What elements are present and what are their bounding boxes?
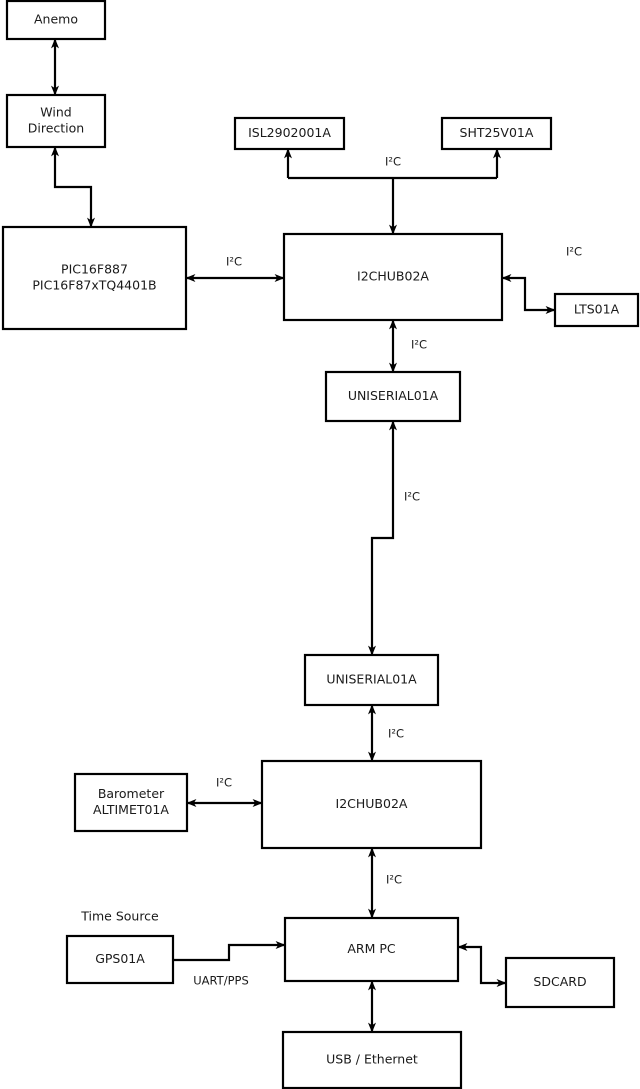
edge-hub2-armpc: I²C (368, 847, 402, 919)
edge-label: I²C (388, 727, 404, 741)
node-box[interactable] (553, 292, 640, 328)
node-label: UNISERIAL01A (326, 672, 417, 687)
node-usb_eth[interactable]: USB / Ethernet (281, 1030, 463, 1089)
node-box[interactable] (324, 370, 462, 423)
node-box[interactable] (233, 116, 346, 151)
node-uniserial_dn[interactable]: UNISERIAL01A (303, 653, 440, 707)
node-box[interactable] (73, 772, 189, 833)
edge-path (501, 274, 556, 314)
node-box[interactable] (5, 0, 107, 41)
node-label: ALTIMET01A (93, 802, 169, 817)
edge-path (368, 420, 397, 656)
node-label: Direction (28, 121, 84, 136)
node-label: GPS01A (95, 951, 145, 966)
node-box[interactable] (303, 653, 440, 707)
node-box[interactable] (65, 934, 175, 985)
edge-hub-uniserial: I²C (389, 319, 427, 373)
node-box[interactable] (281, 1030, 463, 1089)
node-label: PIC16F87xTQ4401B (32, 278, 156, 293)
edge-path (173, 941, 286, 962)
node-anemo[interactable]: Anemo (5, 0, 107, 41)
node-label: ARM PC (347, 941, 396, 956)
free-labels-layer: Time Source (80, 909, 159, 924)
node-label: I2CHUB02A (357, 269, 429, 284)
edge-path (51, 146, 95, 228)
edge-barometer-hub2: I²C (186, 776, 263, 807)
edge-wind-pic (51, 146, 95, 228)
node-box[interactable] (282, 232, 504, 322)
edge-label: I²C (566, 245, 582, 259)
node-label: UNISERIAL01A (348, 388, 439, 403)
node-gps[interactable]: GPS01A (65, 934, 175, 985)
node-box[interactable] (260, 759, 483, 850)
edge-label: UART/PPS (193, 974, 249, 988)
node-box[interactable] (283, 916, 460, 983)
node-lts[interactable]: LTS01A (553, 292, 640, 328)
node-box[interactable] (5, 93, 107, 149)
node-label: SHT25V01A (460, 125, 534, 140)
node-label: I2CHUB02A (336, 796, 408, 811)
node-sht[interactable]: SHT25V01A (440, 116, 553, 151)
node-hub_top[interactable]: I2CHUB02A (282, 232, 504, 322)
node-label: PIC16F887 (61, 262, 128, 277)
node-sdcard[interactable]: SDCARD (504, 956, 616, 1009)
node-label: LTS01A (574, 302, 620, 317)
edge-hub-sensorbus: I²C (288, 155, 497, 180)
node-isl[interactable]: ISL2902001A (233, 116, 346, 151)
edge-pic-hub: I²C (185, 255, 285, 282)
edge-label: I²C (216, 776, 232, 790)
edge-uniserial-hub2: I²C (368, 704, 404, 762)
node-uniserial_up[interactable]: UNISERIAL01A (324, 370, 462, 423)
node-box[interactable] (440, 116, 553, 151)
edge-armpc-sdcard (457, 943, 507, 987)
edge-gps-armpc: UART/PPS (173, 941, 286, 988)
edge-uniserial-link: I²C (368, 420, 420, 656)
node-label: SDCARD (533, 974, 586, 989)
node-label: Wind (40, 105, 71, 120)
node-label: USB / Ethernet (326, 1052, 418, 1067)
node-arm_pc[interactable]: ARM PC (283, 916, 460, 983)
edge-hub-lts: I²C (501, 245, 582, 314)
free-label-time_source: Time Source (80, 909, 159, 924)
edge-label: I²C (226, 255, 242, 269)
edge-label: I²C (411, 338, 427, 352)
edge-label: I²C (386, 873, 402, 887)
node-label: Barometer (98, 786, 165, 801)
node-hub_bot[interactable]: I2CHUB02A (260, 759, 483, 850)
node-box[interactable] (1, 225, 188, 331)
edge-path (457, 943, 507, 987)
node-label: Anemo (34, 12, 78, 27)
node-label: ISL2902001A (248, 125, 331, 140)
edges-layer: I²C I²C I²C I²C I²C I²C I²C I²C UART/PPS (51, 38, 582, 1033)
node-box[interactable] (504, 956, 616, 1009)
edge-label: I²C (404, 490, 420, 504)
edge-label: I²C (385, 155, 401, 169)
